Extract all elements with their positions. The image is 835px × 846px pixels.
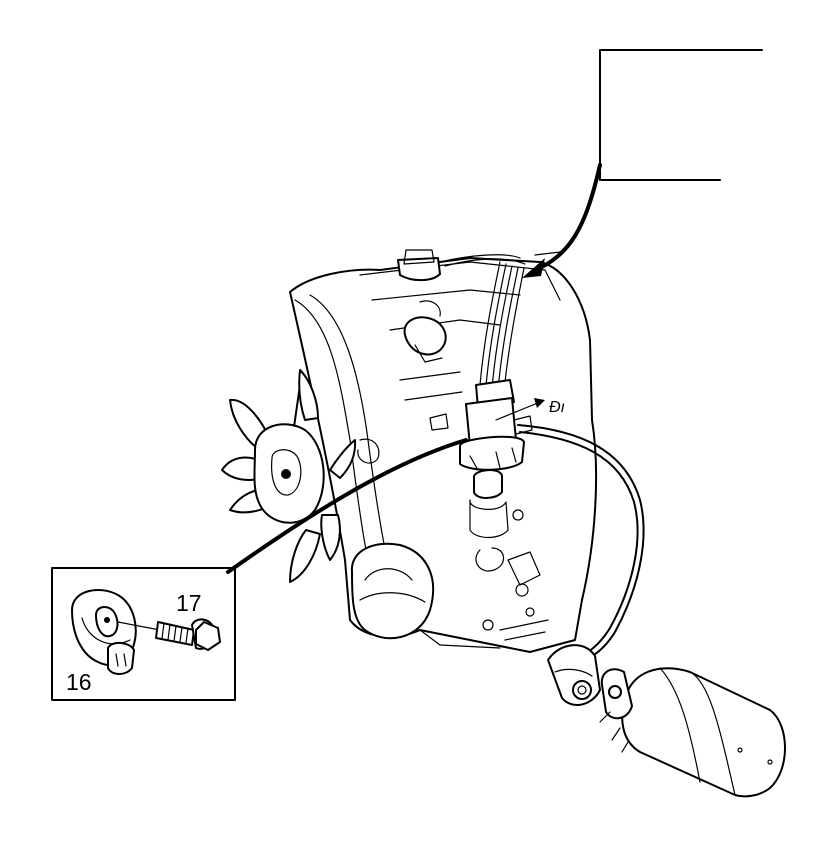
knock-sensor xyxy=(71,589,161,675)
callout-16: 16 xyxy=(66,669,92,695)
alternator xyxy=(350,542,435,640)
leader-d1: Ɖı xyxy=(495,398,565,421)
coil-ht-lead xyxy=(517,424,645,661)
leader-inset xyxy=(226,438,468,574)
ignition-coil xyxy=(599,667,786,798)
mounting-bolt xyxy=(155,618,221,651)
marker-d1: Ɖı xyxy=(549,399,565,416)
ignition-lead-bundle xyxy=(439,251,561,409)
detail-frame-top-right xyxy=(599,49,763,181)
inset-frame xyxy=(51,567,236,701)
cooling-fan xyxy=(221,369,357,583)
coil-lead-boot xyxy=(547,644,601,706)
callout-17: 17 xyxy=(176,590,202,616)
leader-arrow-top xyxy=(522,163,602,278)
engine-block xyxy=(289,249,598,653)
distributor xyxy=(459,397,533,471)
